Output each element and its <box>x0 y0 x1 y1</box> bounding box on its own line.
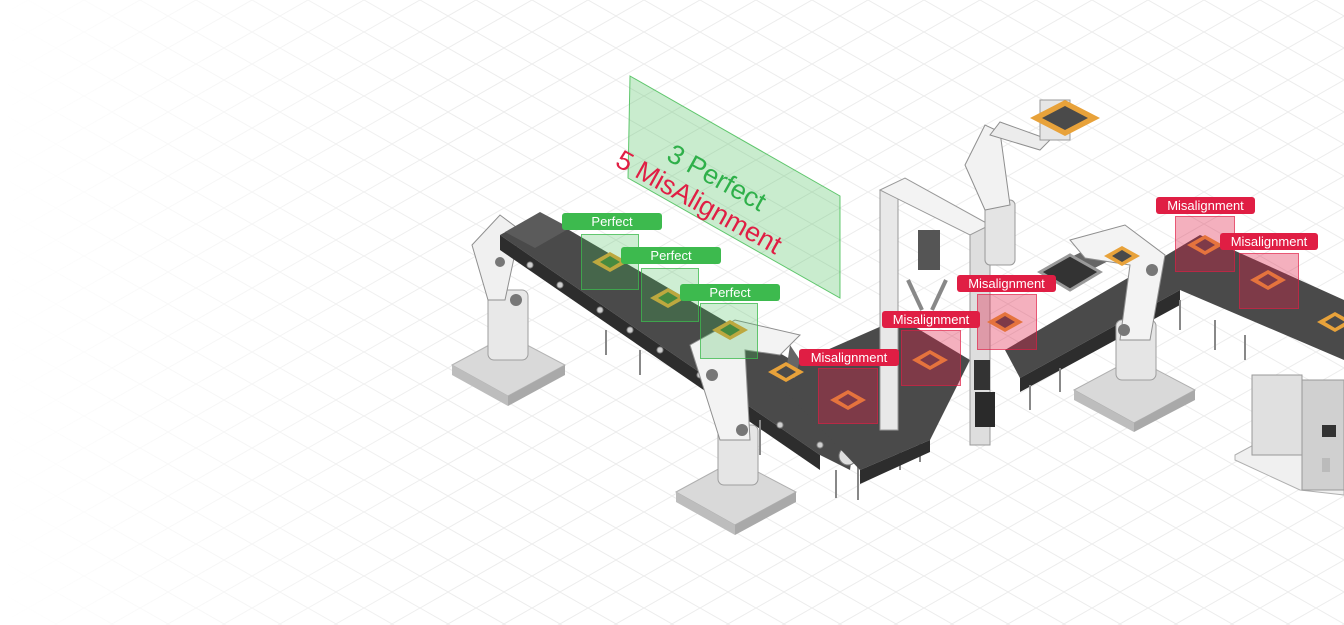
right-robot-arm <box>1069 224 1197 432</box>
summary-panel <box>627 75 841 299</box>
misalignment-label: Misalignment <box>882 311 980 328</box>
chips <box>592 235 1344 410</box>
perfect-label: Perfect <box>562 213 662 230</box>
packaging-machine <box>1234 374 1344 496</box>
misalignment-label: Misalignment <box>1156 197 1255 214</box>
misalignment-detection-box <box>977 294 1037 350</box>
misalignment-detection-box <box>901 330 961 386</box>
perfect-label: Perfect <box>680 284 780 301</box>
misalignment-detection-box <box>1239 253 1299 309</box>
misalignment-label: Misalignment <box>957 275 1056 292</box>
chip-tray <box>1037 253 1103 292</box>
perfect-label: Perfect <box>621 247 721 264</box>
top-right-robot-arm <box>964 99 1100 266</box>
perfect-detection-box <box>700 303 758 359</box>
misalignment-label: Misalignment <box>1220 233 1318 250</box>
middle-robot-arm <box>674 319 801 535</box>
misalignment-detection-box <box>818 368 878 424</box>
misalignment-label: Misalignment <box>799 349 899 366</box>
